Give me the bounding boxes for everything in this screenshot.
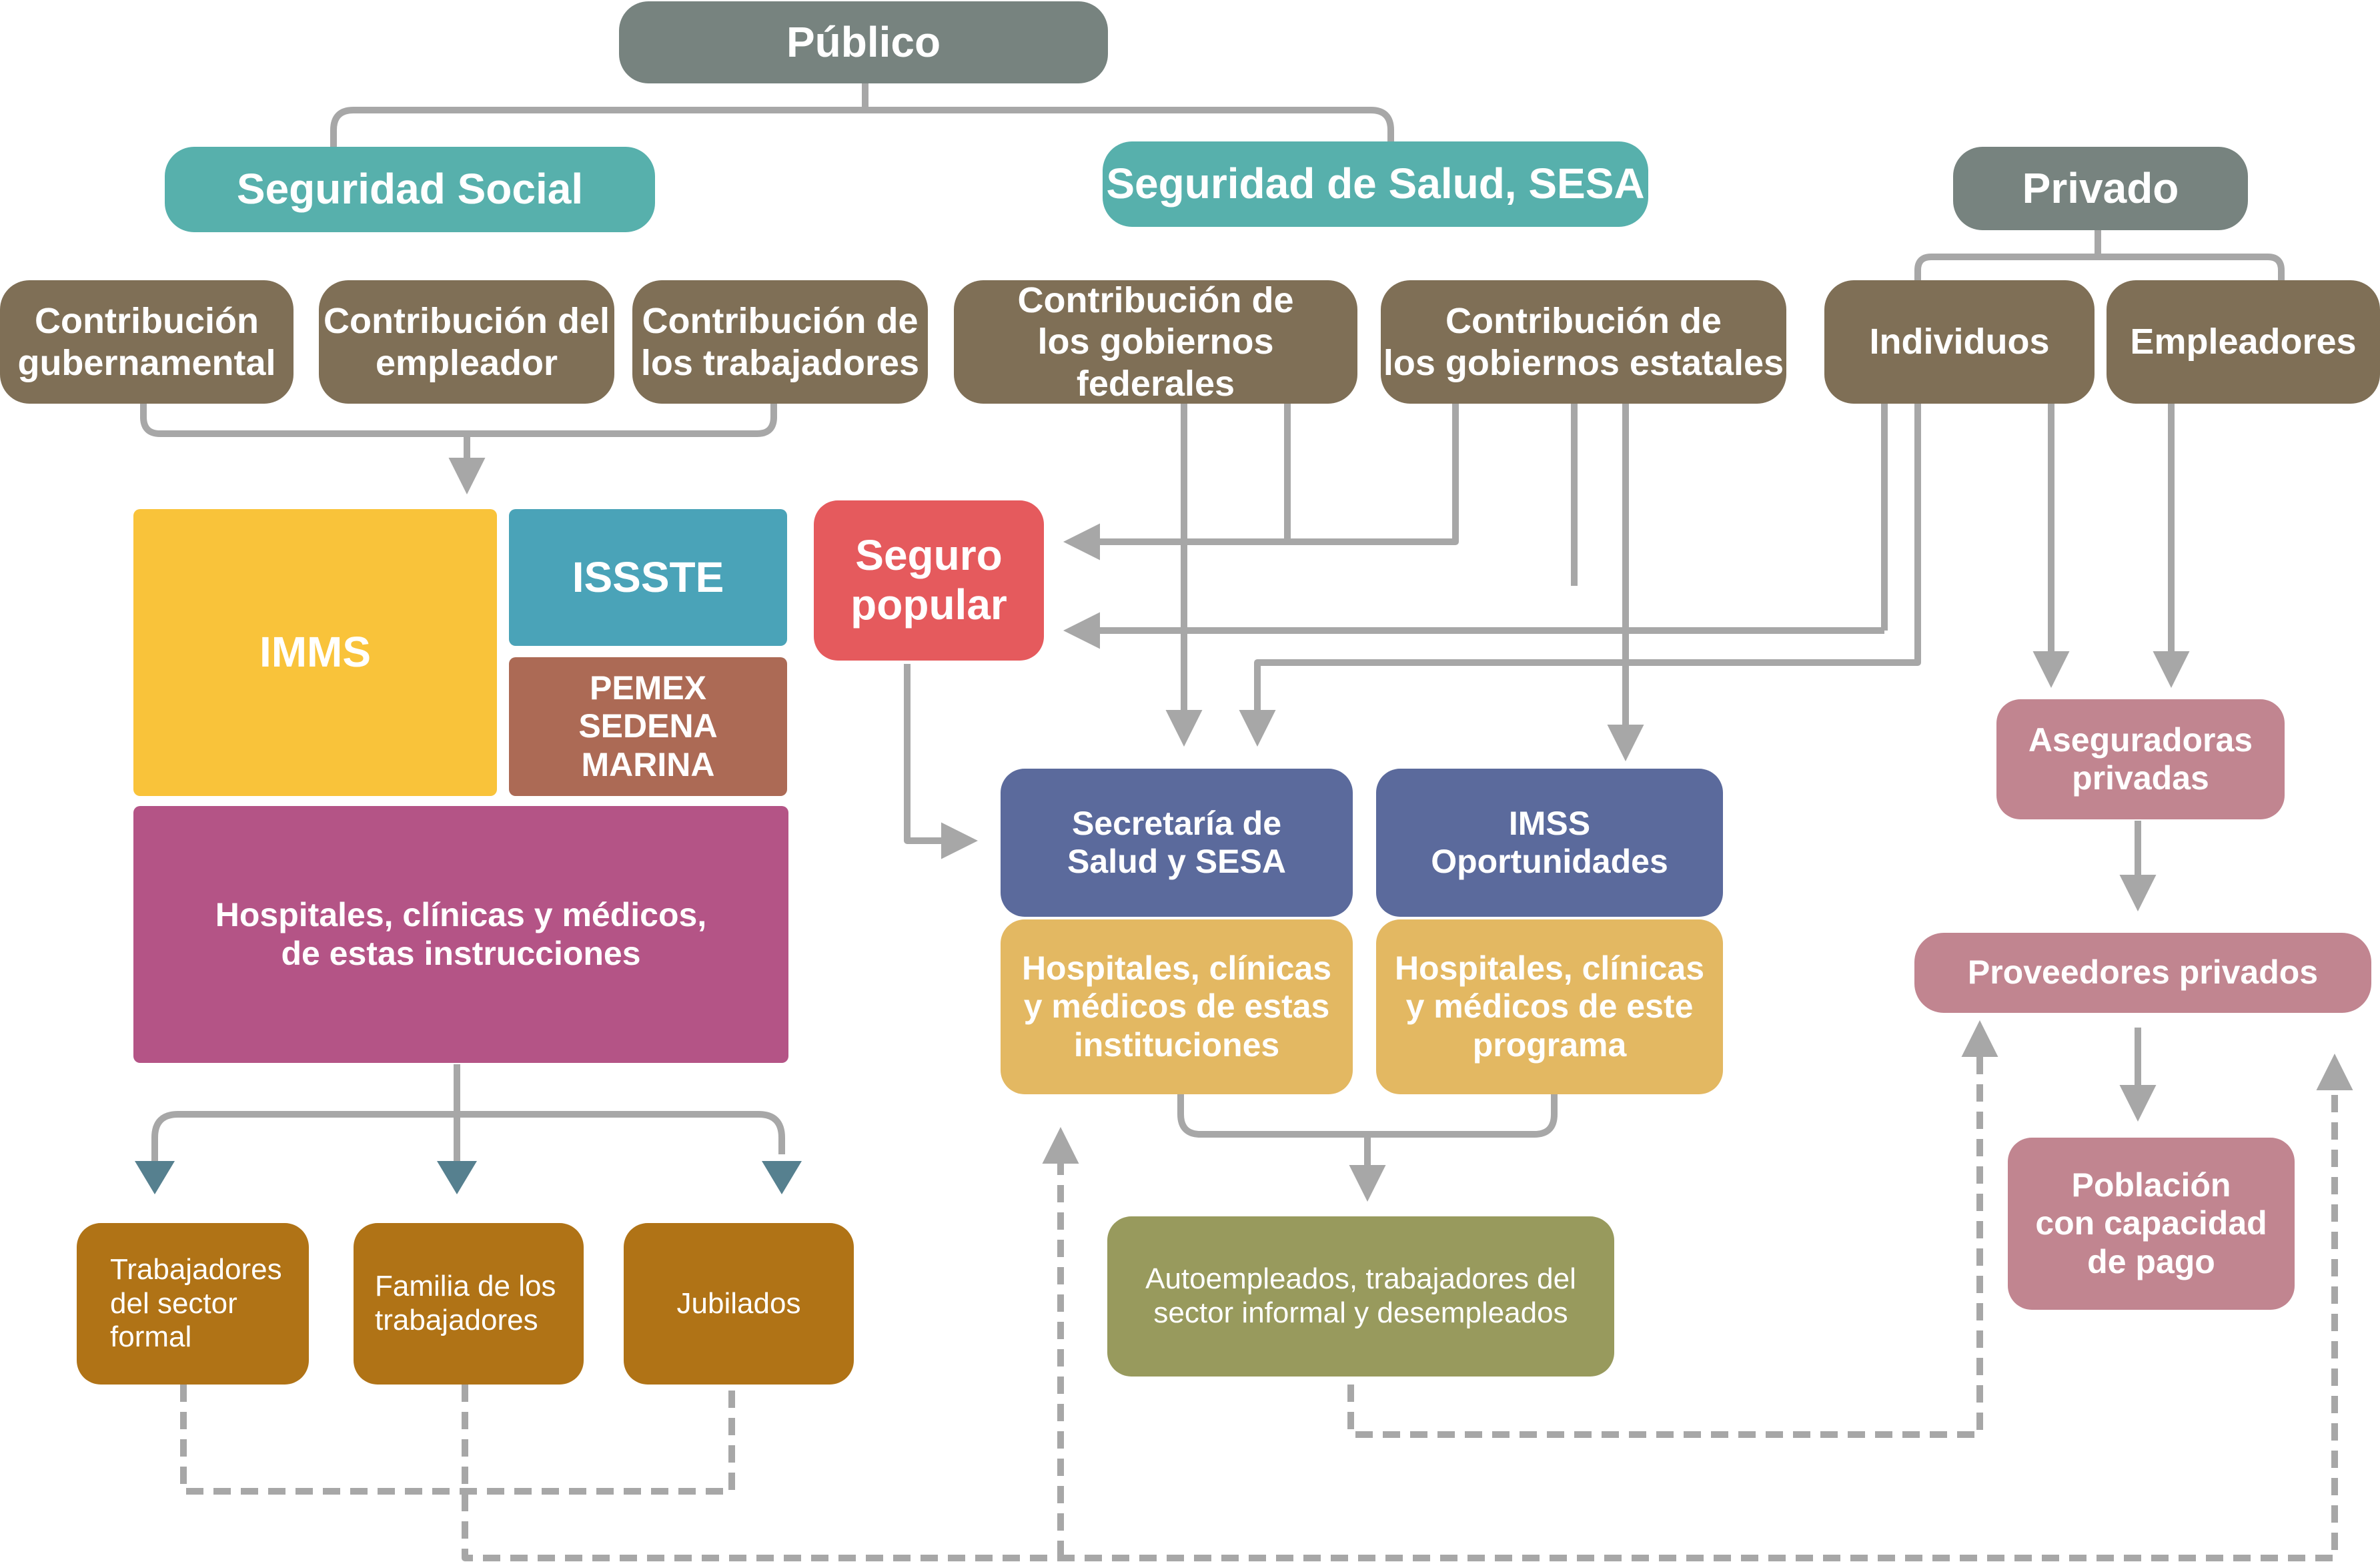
node-empleadores-label: Empleadores	[2130, 322, 2357, 362]
node-seguro-popular-label: Seguro popular	[850, 531, 1007, 629]
node-imss-oportunidades: IMSS Oportunidades	[1376, 769, 1723, 917]
node-individuos: Individuos	[1824, 280, 2095, 404]
node-familia-trabajadores: Familia de los trabajadores	[354, 1223, 584, 1385]
arrowhead-jubilados	[762, 1161, 802, 1194]
node-trabajadores-formal-label: Trabajadores del sector formal	[110, 1253, 282, 1354]
arrowhead-familia	[437, 1161, 477, 1194]
arrowhead-trab-formal	[135, 1161, 175, 1194]
node-poblacion-capacidad-pago-label: Población con capacidad de pago	[2035, 1166, 2267, 1280]
node-contrib-empleador: Contribución del empleador	[319, 280, 614, 404]
node-jubilados: Jubilados	[624, 1223, 854, 1385]
node-hospitales-programa-label: Hospitales, clínicas y médicos de este p…	[1394, 949, 1705, 1064]
node-contrib-trabajadores-label: Contribución de los trabajadores	[640, 301, 920, 383]
node-imss-oportunidades-label: IMSS Oportunidades	[1431, 804, 1668, 881]
node-imms: IMMS	[133, 509, 497, 796]
node-contrib-trabajadores: Contribución de los trabajadores	[632, 280, 928, 404]
node-contrib-empleador-label: Contribución del empleador	[324, 301, 610, 383]
node-proveedores-privados-label: Proveedores privados	[1967, 953, 2319, 992]
node-contrib-estatales: Contribución de los gobiernos estatales	[1381, 280, 1786, 404]
connector-hosp-bracket	[1177, 1094, 1558, 1138]
node-proveedores-privados: Proveedores privados	[1914, 933, 2371, 1013]
node-seguridad-social-label: Seguridad Social	[236, 165, 584, 214]
node-imms-label: IMMS	[259, 628, 372, 677]
node-aseguradoras-privadas-label: Aseguradoras privadas	[2028, 721, 2253, 797]
node-autoempleados-label: Autoempleados, trabajadores del sector i…	[1145, 1262, 1576, 1329]
node-contrib-gubernamental: Contribución gubernamental	[0, 280, 293, 404]
arrow-seguro-to-secretaria	[904, 664, 978, 859]
connector-contrib-ss	[140, 400, 777, 437]
node-publico-label: Público	[786, 17, 941, 66]
node-issste-label: ISSSTE	[572, 552, 724, 601]
node-individuos-label: Individuos	[1869, 322, 2050, 362]
node-secretaria-salud: Secretaría de Salud y SESA	[1001, 769, 1353, 917]
dashed-jubilados-bracket	[180, 1385, 735, 1495]
node-contrib-federales-label: Contribución de los gobiernos federales	[1017, 280, 1294, 404]
node-empleadores: Empleadores	[2107, 280, 2380, 404]
node-contrib-federales: Contribución de los gobiernos federales	[954, 280, 1357, 404]
node-privado-label: Privado	[2022, 163, 2179, 212]
node-publico: Público	[619, 1, 1108, 83]
node-sesa: Seguridad de Salud, SESA	[1103, 141, 1648, 227]
node-hospitales-ss-label: Hospitales, clínicas y médicos, de estas…	[215, 896, 707, 972]
node-autoempleados: Autoempleados, trabajadores del sector i…	[1107, 1216, 1614, 1377]
node-pemex-sedena-marina-label: PEMEX SEDENA MARINA	[578, 669, 718, 783]
node-aseguradoras-privadas: Aseguradoras privadas	[1996, 699, 2285, 819]
node-sesa-label: Seguridad de Salud, SESA	[1106, 159, 1645, 208]
node-poblacion-capacidad-pago: Población con capacidad de pago	[2008, 1138, 2295, 1310]
node-hospitales-programa: Hospitales, clínicas y médicos de este p…	[1376, 919, 1723, 1094]
node-jubilados-label: Jubilados	[676, 1286, 801, 1320]
arrow-ind-to-secretaria	[1239, 404, 1921, 747]
node-contrib-estatales-label: Contribución de los gobiernos estatales	[1383, 301, 1784, 383]
dashed-autoempleados-to-proveedores	[1347, 1020, 1998, 1438]
connector-fed-est-bracket	[1284, 404, 1459, 545]
node-trabajadores-formal: Trabajadores del sector formal	[77, 1223, 309, 1385]
node-contrib-gubernamental-label: Contribución gubernamental	[17, 301, 276, 383]
node-familia-trabajadores-label: Familia de los trabajadores	[375, 1270, 556, 1336]
connector-hosp-ss-bracket	[151, 1111, 785, 1164]
connector-publico-bracket	[330, 107, 1394, 150]
node-hospitales-instituciones: Hospitales, clínicas y médicos de estas …	[1001, 919, 1353, 1094]
node-secretaria-salud-label: Secretaría de Salud y SESA	[1067, 804, 1286, 881]
node-seguro-popular: Seguro popular	[814, 500, 1044, 661]
node-hospitales-ss: Hospitales, clínicas y médicos, de estas…	[133, 806, 788, 1063]
node-pemex-sedena-marina: PEMEX SEDENA MARINA	[509, 657, 787, 796]
node-seguridad-social: Seguridad Social	[165, 147, 655, 232]
node-privado: Privado	[1953, 147, 2248, 230]
dashed-familia-to-poblacion	[462, 1054, 2353, 1561]
connector-privado-bracket	[1914, 254, 2285, 284]
node-hospitales-instituciones-label: Hospitales, clínicas y médicos de estas …	[1021, 949, 1332, 1064]
node-issste: ISSSTE	[509, 509, 787, 646]
